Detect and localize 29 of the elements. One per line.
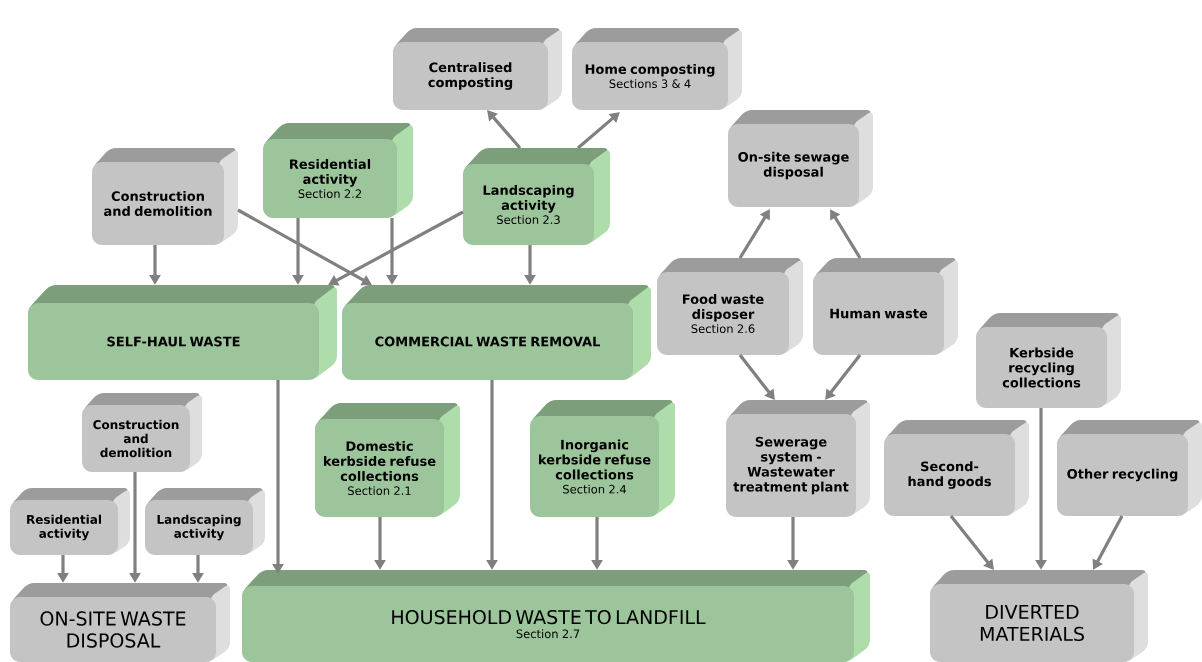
arrow [576,112,620,150]
process-box: Sewerage system - Wastewater treatment plant [726,400,870,517]
process-box: Food waste disposer Section 2.6 [657,258,803,355]
process-box: On-site sewage disposal [728,110,873,207]
process-box: Inorganic kerbside refuse collections Section 2.4 [530,400,675,517]
process-box: SELF-HAUL WASTE [28,285,337,380]
arrow [487,110,522,150]
process-box: HOUSEHOLD WASTE TO LANDFILL Section 2.7 [242,570,870,662]
arrow [738,209,770,259]
process-box: Residential activity [10,488,130,555]
process-box: Landscaping activity [145,488,265,555]
process-box: Landscaping activity Section 2.3 [463,148,610,245]
process-box: ON-SITE WASTE DISPOSAL [10,583,230,662]
process-box: Human waste [813,258,958,355]
process-box: Other recycling [1057,420,1202,516]
process-box: Home composting Sections 3 & 4 [572,28,742,110]
process-box: Kerbside recycling collections [976,313,1121,408]
process-box: Centralised composting [393,28,562,110]
arrow [830,209,862,259]
process-box: Construction and demolition [92,148,238,245]
arrow [825,354,862,400]
process-box: Residential activity Section 2.2 [263,123,413,218]
process-box: Construction and demolition [82,393,202,472]
process-box: DIVERTED MATERIALS [930,570,1148,662]
arrow [738,354,775,400]
process-box: Domestic kerbside refuse collections Section 2.1 [315,403,460,517]
process-box: COMMERCIAL WASTE REMOVAL [342,285,651,380]
arrow [949,515,994,570]
process-box: Second-hand goods [884,420,1029,516]
